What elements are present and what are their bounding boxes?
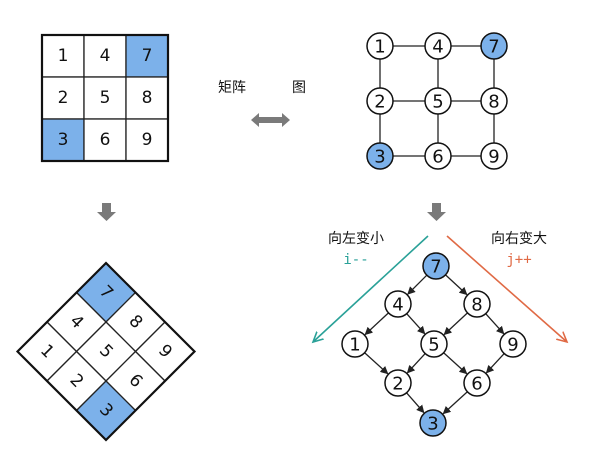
matrix-cell-value: 4 bbox=[100, 46, 111, 66]
graph-node bbox=[366, 32, 394, 60]
tree-edge bbox=[407, 274, 428, 295]
tree-edge bbox=[406, 313, 426, 335]
graph-node-value: 4 bbox=[432, 37, 443, 58]
matrix-cell-value: 2 bbox=[58, 88, 69, 108]
graph-node-value: 7 bbox=[488, 37, 499, 58]
tree-node-value: 9 bbox=[507, 335, 518, 356]
matrix-cell-value: 6 bbox=[100, 130, 111, 150]
down-arrow-icon bbox=[427, 203, 446, 221]
tree-node bbox=[463, 290, 491, 318]
matrix-cell bbox=[83, 34, 127, 78]
graph-node-value: 1 bbox=[374, 37, 385, 58]
direction-graph: 7 4 8 1 5 9 2 6 3 bbox=[341, 252, 527, 437]
tree-node bbox=[384, 369, 412, 397]
graph-node bbox=[424, 142, 452, 170]
matrix-grid: 1 4 7 2 5 8 3 6 9 bbox=[40, 33, 170, 163]
tree-edge bbox=[445, 274, 468, 296]
graph-node bbox=[480, 142, 508, 170]
graph-node-value: 5 bbox=[432, 92, 443, 113]
graph-node bbox=[480, 87, 508, 115]
graph-label: 图 bbox=[292, 80, 306, 96]
left-direction-arrow bbox=[313, 235, 429, 342]
right-direction-title: 向右变大 bbox=[491, 231, 547, 247]
left-direction-code: i-- bbox=[343, 252, 368, 268]
matrix-cell bbox=[125, 76, 169, 120]
graph-node bbox=[424, 87, 452, 115]
matrix-cell-value: 8 bbox=[142, 88, 153, 108]
double-arrow-icon bbox=[251, 113, 290, 127]
tree-edge bbox=[406, 392, 425, 414]
tree-node-value: 2 bbox=[392, 374, 403, 395]
tree-edge bbox=[364, 352, 389, 375]
matrix-cell-value: 9 bbox=[142, 130, 153, 150]
matrix-cell-value: 3 bbox=[58, 130, 69, 150]
tree-node-value: 4 bbox=[392, 295, 403, 316]
graph-node-value: 9 bbox=[488, 147, 499, 168]
matrix-cell-value: 1 bbox=[58, 46, 69, 66]
graph-node bbox=[366, 87, 394, 115]
tree-node-value: 7 bbox=[430, 257, 441, 278]
matrix-cell-value: 5 bbox=[100, 88, 111, 108]
tree-edge bbox=[364, 312, 389, 336]
tree-edge bbox=[442, 391, 468, 415]
matrix-cell bbox=[83, 118, 127, 162]
matrix-cell-value: 7 bbox=[142, 46, 153, 66]
matrix-label: 矩阵 bbox=[218, 80, 246, 96]
graph-node-value: 2 bbox=[374, 92, 385, 113]
tree-edge bbox=[485, 353, 505, 374]
tree-node bbox=[419, 409, 447, 437]
tree-node bbox=[420, 330, 448, 358]
down-arrow-icon bbox=[97, 203, 116, 221]
right-direction-arrow bbox=[446, 235, 567, 342]
graph-node-value: 8 bbox=[488, 92, 499, 113]
tree-edge bbox=[485, 313, 505, 335]
graph-node bbox=[480, 32, 508, 60]
tree-node-value: 5 bbox=[428, 335, 439, 356]
graph-node bbox=[366, 142, 394, 170]
tree-node-value: 8 bbox=[471, 295, 482, 316]
rotated-frame bbox=[15, 261, 197, 442]
tree-node bbox=[499, 330, 527, 358]
tree-edge bbox=[443, 352, 468, 375]
tree-node-value: 6 bbox=[471, 374, 482, 395]
tree-node bbox=[422, 252, 450, 280]
grid-graph: 1 4 7 2 5 8 3 6 9 bbox=[366, 32, 508, 170]
graph-node bbox=[424, 32, 452, 60]
tree-edge bbox=[443, 312, 468, 336]
left-direction-title: 向左变小 bbox=[328, 231, 384, 247]
graph-node-value: 3 bbox=[374, 147, 385, 168]
tree-node bbox=[341, 330, 369, 358]
tree-node bbox=[384, 290, 412, 318]
tree-node-value: 3 bbox=[427, 414, 438, 435]
matrix-frame bbox=[40, 33, 170, 163]
tree-edge bbox=[406, 353, 426, 374]
right-direction-code: j++ bbox=[506, 252, 531, 268]
graph-node-value: 6 bbox=[432, 147, 443, 168]
tree-node bbox=[463, 369, 491, 397]
tree-node-value: 1 bbox=[349, 335, 360, 356]
